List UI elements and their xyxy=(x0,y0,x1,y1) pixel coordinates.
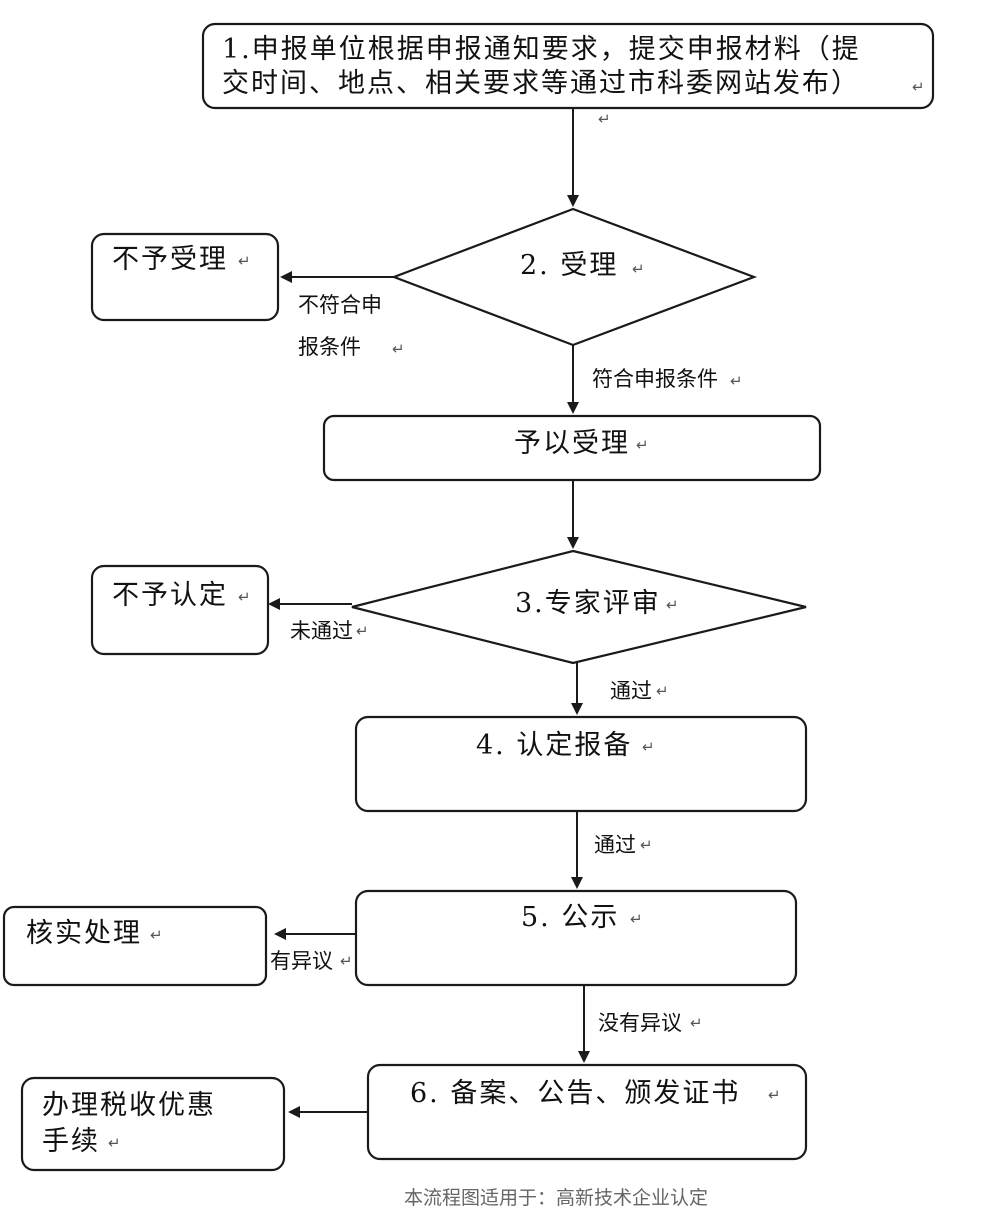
edge-label-no-objection: 没有异议 xyxy=(598,1011,682,1035)
edge-label-meet: 符合申报条件 xyxy=(592,367,718,391)
return-mark: ↵ xyxy=(632,260,645,278)
verify-box xyxy=(2,905,268,987)
return-mark: ↵ xyxy=(636,436,649,454)
return-mark: ↵ xyxy=(630,910,643,928)
step3-diamond xyxy=(351,549,807,665)
step1-text-line1: 1.申报单位根据申报通知要求，提交申报材料（提 xyxy=(222,34,861,65)
return-mark: ↵ xyxy=(356,622,369,640)
return-mark: ↵ xyxy=(768,1086,781,1104)
reject-cert-text: 不予认定 xyxy=(112,580,228,611)
step5-box xyxy=(354,889,798,987)
return-mark: ↵ xyxy=(598,110,611,128)
step4-text: 4. 认定报备 xyxy=(476,730,632,761)
return-mark: ↵ xyxy=(340,952,353,970)
step4-box xyxy=(354,715,808,813)
edge-label-passed-1: 通过 xyxy=(610,679,652,703)
return-mark: ↵ xyxy=(150,926,163,944)
return-mark: ↵ xyxy=(666,596,679,614)
return-mark: ↵ xyxy=(690,1014,703,1032)
edge-label-passed-2: 通过 xyxy=(594,833,636,857)
reject-accept-text: 不予受理 xyxy=(112,244,228,275)
return-mark: ↵ xyxy=(656,682,669,700)
step3-text: 3.专家评审 xyxy=(515,588,661,619)
edge-label-not-meet-line1: 不符合申 xyxy=(298,293,382,317)
return-mark: ↵ xyxy=(392,340,405,358)
return-mark: ↵ xyxy=(238,252,251,270)
verify-text: 核实处理 xyxy=(26,918,142,949)
reject-accept-box xyxy=(90,232,280,322)
step2-text: 2. 受理 xyxy=(520,250,618,281)
return-mark: ↵ xyxy=(912,78,925,96)
return-mark: ↵ xyxy=(730,372,743,390)
footer-note: 本流程图适用于：高新技术企业认定 xyxy=(404,1187,708,1208)
step1-box xyxy=(201,22,935,110)
return-mark: ↵ xyxy=(238,588,251,606)
edge-label-objection: 有异议 xyxy=(270,949,333,973)
step5-text: 5. 公示 xyxy=(521,902,619,933)
step1-text-line2: 交时间、地点、相关要求等通过市科委网站发布） xyxy=(222,68,860,99)
reject-cert-box xyxy=(90,564,270,656)
tax-text-line1: 办理税收优惠 xyxy=(42,1090,216,1121)
edge-label-not-meet-line2: 报条件 xyxy=(298,335,361,359)
tax-box xyxy=(20,1076,286,1172)
edge-label-not-passed: 未通过 xyxy=(290,619,353,643)
step6-text: 6. 备案、公告、颁发证书 xyxy=(410,1078,740,1109)
return-mark: ↵ xyxy=(108,1134,121,1152)
tax-text-line2: 手续 xyxy=(42,1126,100,1157)
return-mark: ↵ xyxy=(642,738,655,756)
return-mark: ↵ xyxy=(640,836,653,854)
accept-text: 予以受理 xyxy=(514,428,630,459)
